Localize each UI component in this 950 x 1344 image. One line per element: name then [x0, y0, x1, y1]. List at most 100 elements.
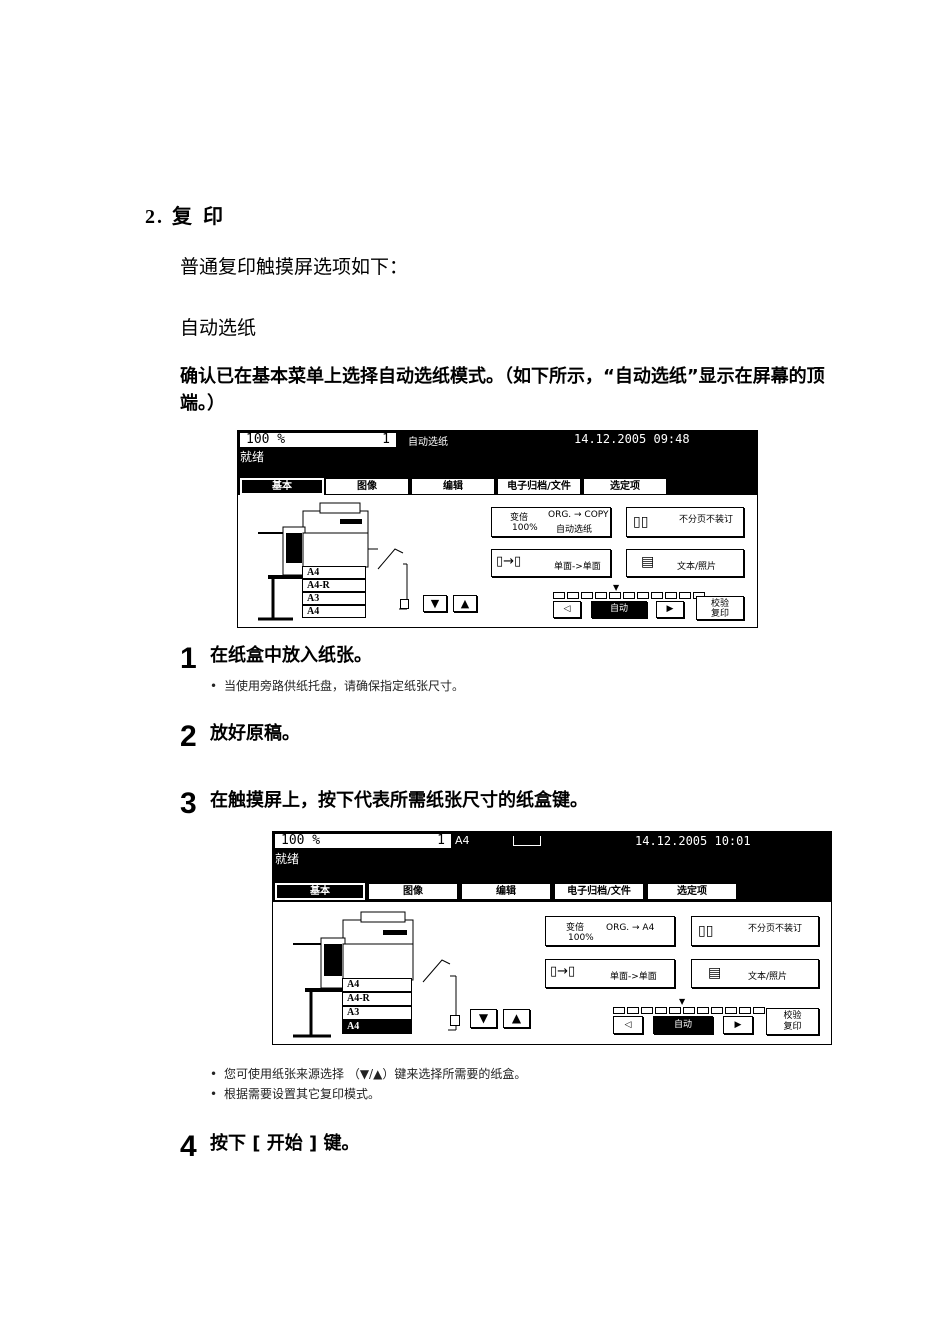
density-scale	[613, 1007, 765, 1014]
step-text: 在纸盒中放入纸张。	[210, 645, 372, 666]
status-ready: 就绪	[240, 450, 265, 464]
density-auto-button[interactable]: 自动	[653, 1016, 713, 1034]
status-bar: 100 % 1 A4 14.12.2005 10:01 就绪 基本 图像 编辑 …	[273, 832, 831, 902]
step-3: 3 在触摸屏上，按下代表所需纸张尺寸的纸盒键。	[180, 787, 588, 821]
mode-display: 自动选纸	[408, 437, 448, 448]
tray-up-button[interactable]: ▲	[503, 1009, 530, 1028]
orig-copy-text: ORG. → A4	[606, 923, 655, 933]
step-number: 4	[180, 1130, 197, 1163]
tray-2[interactable]: A4-R	[302, 579, 366, 592]
datetime: 14.12.2005 10:01	[635, 834, 751, 848]
proof-copy-button[interactable]: 校验 复印	[696, 596, 744, 620]
copier-illustration-icon	[258, 502, 378, 621]
note: •根据需要设置其它复印模式。	[210, 1087, 381, 1101]
tab-efiling[interactable]: 电子归档/文件	[555, 884, 643, 899]
tab-efiling[interactable]: 电子归档/文件	[498, 479, 580, 494]
tray-down-button[interactable]: ▼	[423, 595, 447, 612]
datetime: 14.12.2005 09:48	[574, 432, 690, 446]
tray-3[interactable]: A3	[302, 592, 366, 605]
section-title: 复 印	[172, 204, 225, 228]
tab-basic[interactable]: 基本	[240, 478, 324, 495]
status-ready: 就绪	[275, 852, 300, 866]
tray-4-selected[interactable]: A4	[342, 1020, 412, 1034]
intro-text: 普通复印触摸屏选项如下：	[180, 256, 409, 278]
finish-text: 不分页不装订	[679, 515, 734, 525]
density-pointer-icon: ▼	[679, 997, 686, 1006]
ratio-value: 100%	[568, 933, 594, 943]
density-auto-label: 自动	[609, 604, 628, 614]
density-lighter-button[interactable]: ◁	[553, 601, 581, 618]
tray-1[interactable]: A4	[342, 978, 412, 992]
tab-edit[interactable]: 编辑	[462, 884, 550, 899]
tab-bar: 基本 图像 编辑 电子归档/文件 选定项	[238, 478, 757, 495]
orig-copy-text: ORG. → COPY	[548, 510, 609, 520]
density-pointer-icon: ▼	[613, 583, 620, 592]
proof-copy-button[interactable]: 校验 复印	[766, 1008, 819, 1035]
density-auto-label: 自动	[673, 1020, 692, 1030]
density-darker-button[interactable]: ▶	[656, 601, 684, 618]
section-number: 2.	[145, 206, 164, 228]
finish-text: 不分页不装订	[748, 924, 803, 934]
tray-3[interactable]: A3	[342, 1006, 412, 1020]
image-mode-button[interactable]: ▤ 文本/照片	[626, 549, 744, 577]
note-text: 根据需要设置其它复印模式。	[224, 1087, 381, 1101]
density-darker-button[interactable]: ▶	[723, 1016, 753, 1034]
ratio-value: 100%	[512, 523, 538, 533]
tray-2[interactable]: A4-R	[342, 992, 412, 1006]
note-text: 您可使用纸张来源选择 （▼/▲）键来选择所需要的纸盒。	[224, 1067, 527, 1081]
stack-icon: ▯▯	[698, 923, 714, 939]
finishing-button[interactable]: ▯▯ 不分页不装订	[691, 916, 819, 946]
touch-screen-2: 100 % 1 A4 14.12.2005 10:01 就绪 基本 图像 编辑 …	[272, 831, 832, 1045]
section-heading: 2. 复 印	[145, 200, 225, 229]
tray-4[interactable]: A4	[302, 605, 366, 618]
tab-options[interactable]: 选定项	[648, 884, 736, 899]
zoom-button[interactable]: 变倍 100% ORG. → COPY 自动选纸	[491, 507, 611, 537]
ratio-label: 变倍	[510, 513, 529, 523]
density-lighter-button[interactable]: ◁	[613, 1016, 643, 1034]
duplex-button[interactable]: ▯→▯ 单面->单面	[491, 549, 611, 577]
bypass-tray-icon	[422, 959, 457, 1031]
ratio-label: 变倍	[566, 923, 585, 933]
tab-image[interactable]: 图像	[369, 884, 457, 899]
image-mode-text: 文本/照片	[677, 562, 717, 572]
image-mode-button[interactable]: ▤ 文本/照片	[691, 959, 819, 988]
status-bar: 100 % 1 自动选纸 14.12.2005 09:48 就绪 基本 图像 编…	[238, 431, 757, 495]
note: •您可使用纸张来源选择 （▼/▲）键来选择所需要的纸盒。	[210, 1067, 527, 1081]
tab-edit[interactable]: 编辑	[412, 479, 494, 494]
density-auto-button[interactable]: 自动	[591, 601, 647, 618]
tab-options[interactable]: 选定项	[584, 479, 666, 494]
tray-indicator-icon	[400, 599, 409, 609]
step-number: 3	[180, 787, 197, 820]
duplex-icon: ▯→▯	[550, 964, 576, 979]
step-1: 1 在纸盒中放入纸张。	[180, 642, 372, 676]
zoom-button[interactable]: 变倍 100% ORG. → A4	[545, 916, 675, 946]
step-number: 1	[180, 642, 197, 675]
copies-display: 1	[393, 834, 451, 848]
step-text: 在触摸屏上，按下代表所需纸张尺寸的纸盒键。	[210, 790, 588, 811]
subheading: 自动选纸	[180, 317, 257, 339]
image-mode-text: 文本/照片	[748, 972, 788, 982]
duplex-icon: ▯→▯	[496, 554, 522, 569]
duplex-text: 单面->单面	[554, 562, 601, 572]
tray-1[interactable]: A4	[302, 566, 366, 579]
touch-screen-1: 100 % 1 自动选纸 14.12.2005 09:48 就绪 基本 图像 编…	[237, 430, 758, 628]
tab-image[interactable]: 图像	[326, 479, 408, 494]
paper-size-icon	[513, 836, 541, 846]
tray-up-button[interactable]: ▲	[453, 595, 477, 612]
note: •当使用旁路供纸托盘，请确保指定纸张尺寸。	[210, 679, 465, 693]
document-icon: ▤	[708, 965, 722, 981]
mode-display: A4	[455, 834, 470, 847]
tab-bar: 基本 图像 编辑 电子归档/文件 选定项	[273, 883, 831, 900]
copies-display: 1	[338, 433, 396, 447]
finishing-button[interactable]: ▯▯ 不分页不装订	[626, 507, 744, 537]
stack-icon: ▯▯	[633, 514, 649, 530]
instruction-text: 确认已在基本菜单上选择自动选纸模式。（如下所示，“自动选纸”显示在屏幕的顶端。）	[180, 366, 825, 414]
duplex-text: 单面->单面	[610, 972, 657, 982]
step-4: 4 按下 [ 开始 ] 键。	[180, 1130, 360, 1164]
note-text: 当使用旁路供纸托盘，请确保指定纸张尺寸。	[224, 679, 465, 693]
step-text: 按下 [ 开始 ] 键。	[210, 1133, 360, 1154]
tab-basic[interactable]: 基本	[275, 883, 365, 900]
step-number: 2	[180, 720, 197, 753]
duplex-button[interactable]: ▯→▯ 单面->单面	[545, 959, 675, 988]
tray-down-button[interactable]: ▼	[470, 1009, 497, 1028]
